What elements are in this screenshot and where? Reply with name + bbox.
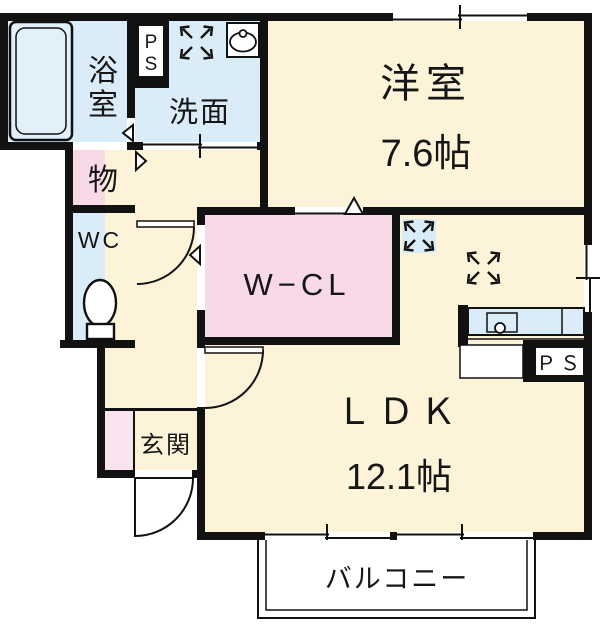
entrance-label: 玄関 [140, 432, 192, 459]
room-labels: 浴 室 洗面 物 WC 洋室 7.6帖 W−CL ＬＤＫ 12.1帖 玄関 バル… [78, 55, 472, 594]
balcony-label: バルコニー [325, 564, 469, 594]
doors [121, 122, 264, 538]
air-conditioner-space-icon [466, 251, 501, 285]
bathroom-label-char2: 室 [88, 89, 118, 122]
balcony-outline [257, 540, 536, 619]
ldk-door-arc [204, 346, 264, 409]
washing-machine-space-icon [179, 25, 214, 60]
storage-label: 物 [88, 164, 118, 197]
opening-arrow-bathroom [121, 122, 134, 144]
window-bottom-right [397, 524, 533, 548]
walk-in-closet-label: W−CL [244, 267, 351, 302]
window-right [576, 245, 600, 312]
western-room-area: 7.6帖 [381, 133, 472, 175]
washroom-label: 洗面 [169, 96, 231, 129]
fixtures: P S [8, 18, 588, 619]
western-room-label: 洋室 [380, 62, 472, 106]
washroom-sliding-door [143, 134, 257, 158]
walk-in-closet-room [205, 215, 392, 337]
hallway-lower [105, 207, 197, 410]
ldk-area: 12.1帖 [346, 456, 452, 497]
opening-arrow-washroom [135, 149, 148, 173]
entrance-shoe-cabinet [105, 411, 133, 470]
western-room-door [295, 195, 365, 215]
opening-arrow-wcl [188, 243, 201, 267]
wc-label: WC [78, 227, 122, 253]
entrance-room [135, 411, 197, 470]
ps-bottom-label: ＰＳ [536, 353, 584, 375]
hallway-door-arc [136, 220, 195, 285]
openings [127, 5, 600, 548]
ldk-door-opening [197, 348, 205, 407]
kitchen-return-counter [459, 344, 524, 379]
western-room [268, 21, 584, 207]
hallway-upper [105, 150, 260, 207]
refrigerator-space-icon [402, 219, 436, 253]
wcl-opening [197, 225, 205, 310]
ldk-label: ＬＤＫ [336, 391, 462, 432]
door-direction-triangle [343, 195, 365, 215]
pipe-space-top: P S [133, 18, 169, 88]
ps-top-char1: P [145, 32, 158, 53]
pipe-space-bottom: ＰＳ [523, 340, 588, 382]
window-bottom-left [265, 524, 390, 548]
entrance-opening [135, 470, 192, 478]
toilet-icon [82, 278, 118, 341]
window-top [393, 5, 527, 29]
entrance-door-arc [134, 477, 195, 538]
bathtub-icon [8, 20, 74, 142]
bathroom-label-char1: 浴 [88, 55, 118, 88]
kitchen-counter-sink-icon [458, 305, 585, 379]
washbasin-icon [226, 22, 260, 58]
ps-top-char2: S [145, 54, 158, 75]
